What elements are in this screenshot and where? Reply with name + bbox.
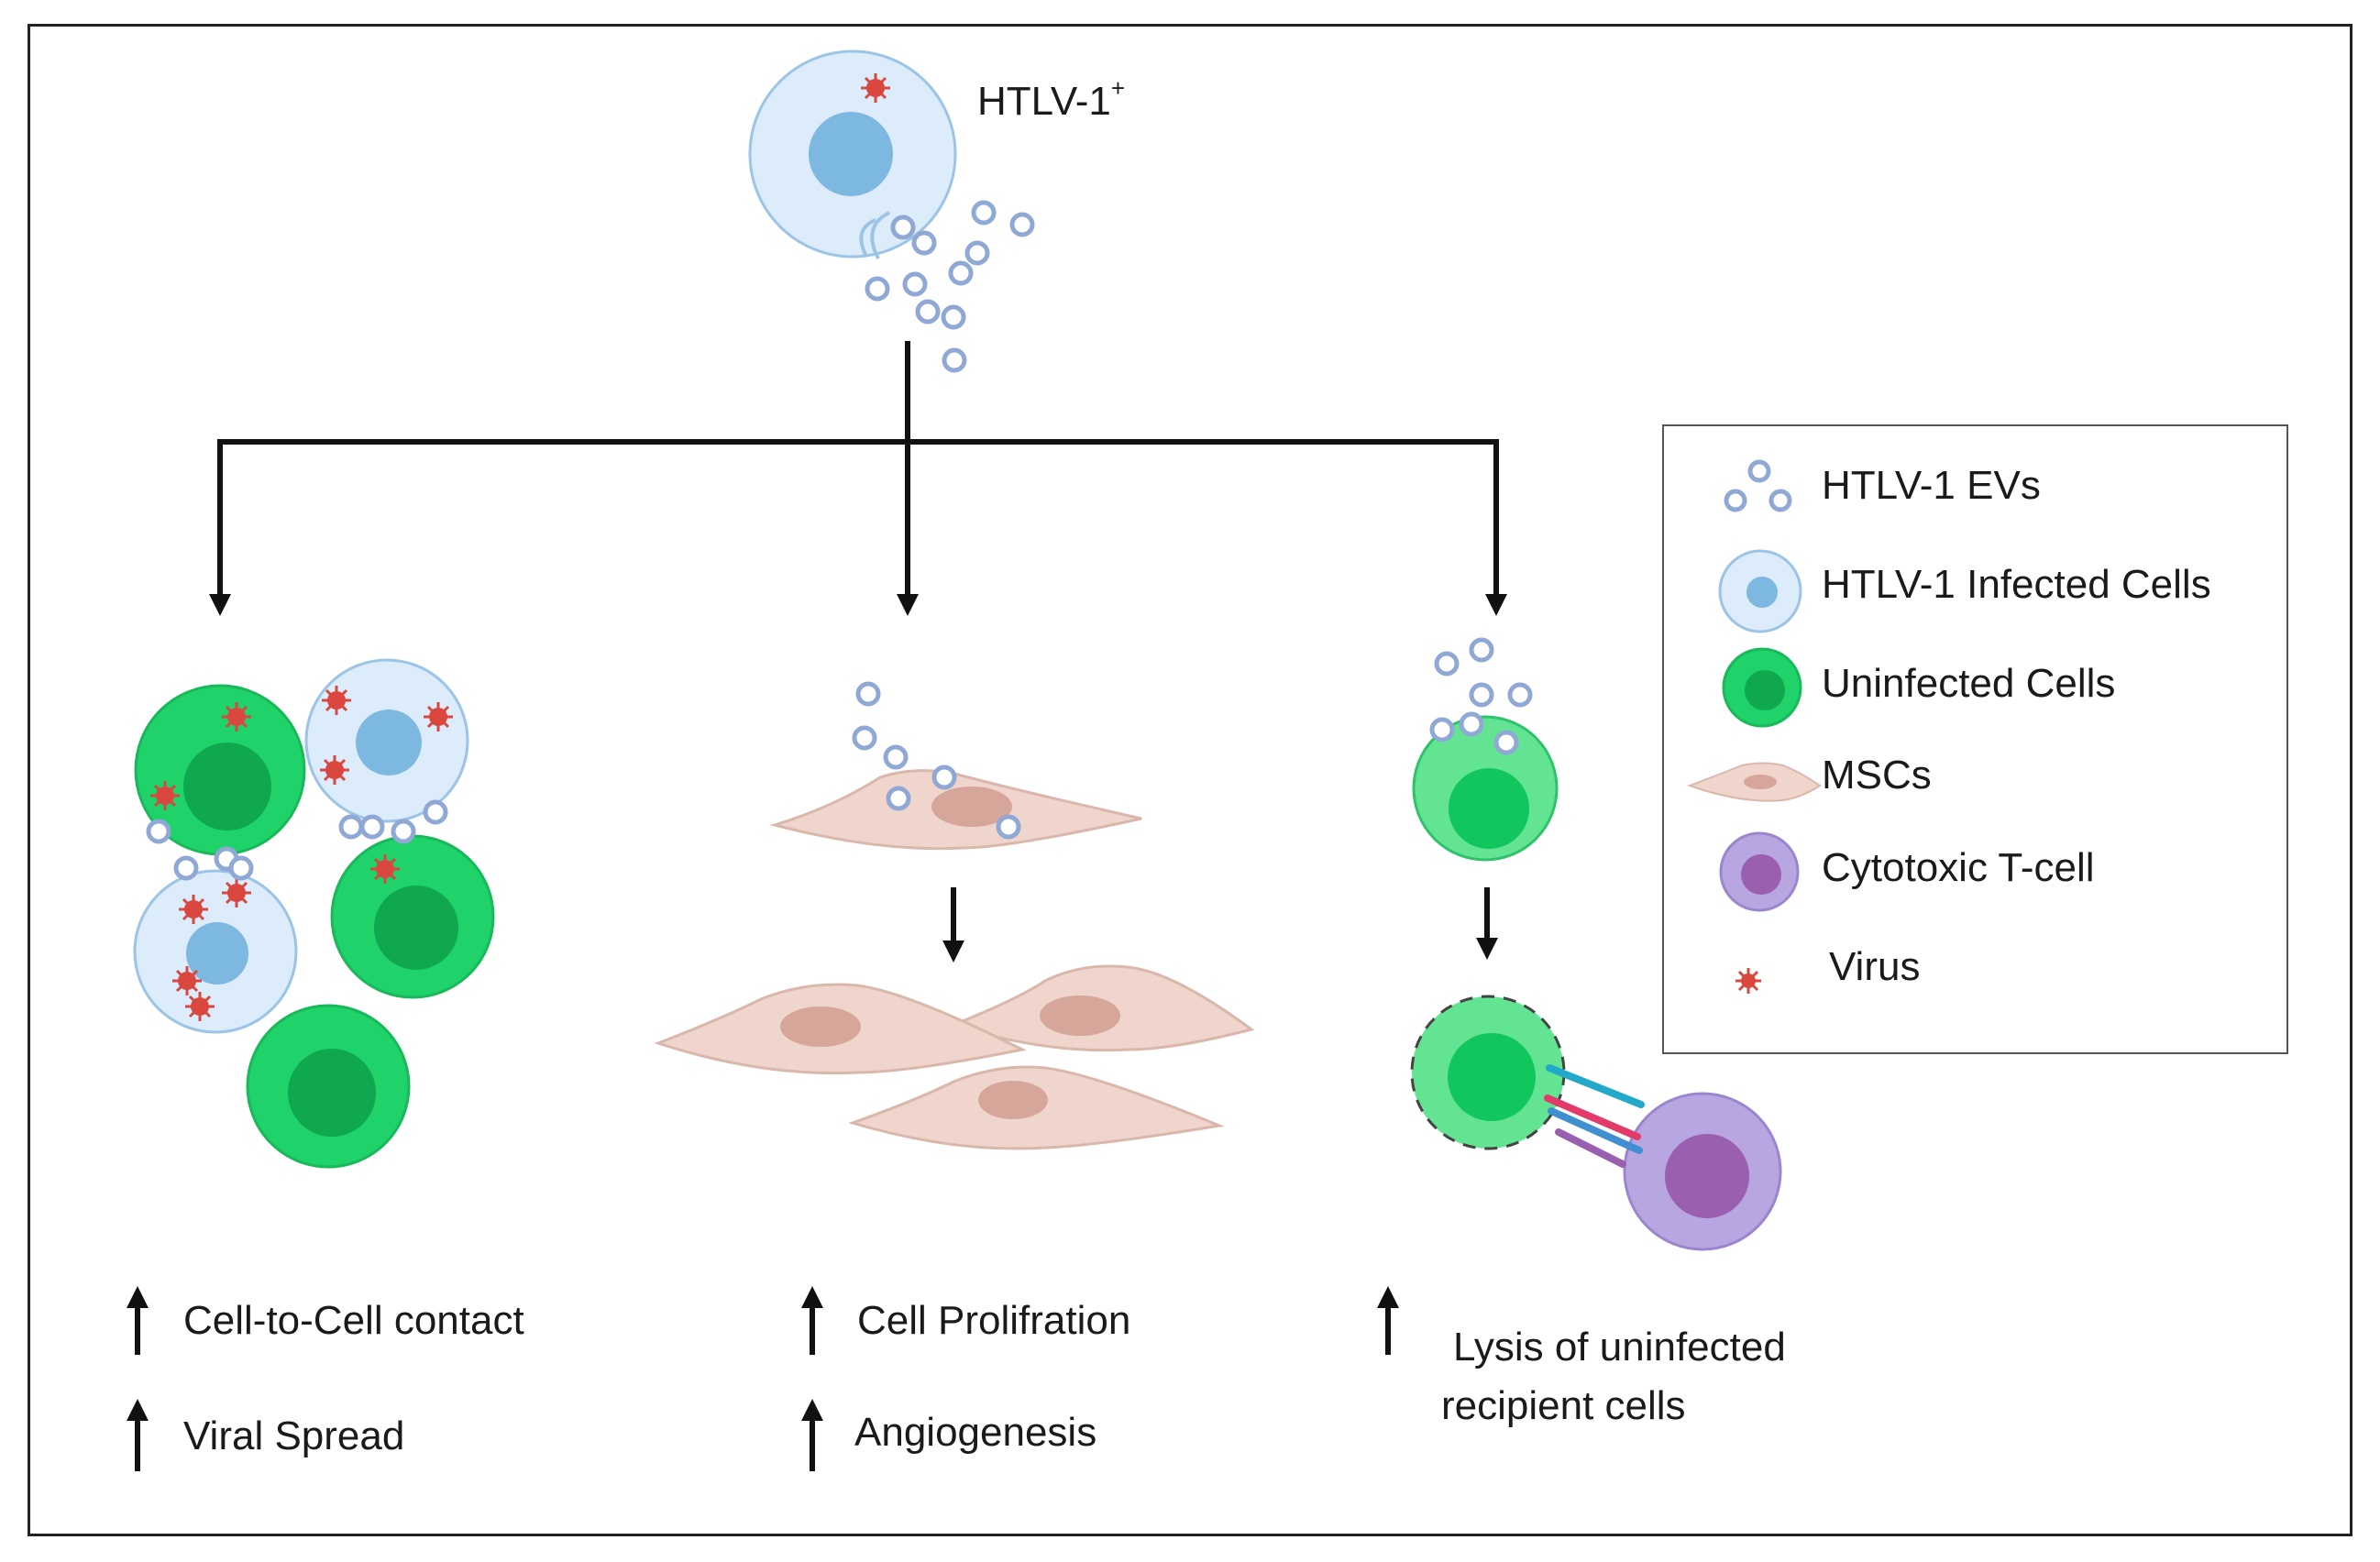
outcome-middle-2: Angiogenesis bbox=[854, 1410, 1097, 1455]
top-infected-cell bbox=[748, 50, 957, 259]
outcome-arrows bbox=[127, 1286, 1399, 1471]
msc-icon bbox=[1687, 762, 1822, 802]
legend-label-uninfected: Uninfected Cells bbox=[1822, 661, 2116, 706]
t-cell-icon bbox=[1719, 831, 1800, 912]
legend-label-tcell: Cytotoxic T-cell bbox=[1822, 845, 2095, 890]
infected-cell-icon bbox=[1718, 549, 1802, 633]
uninfected-cell-icon bbox=[1722, 647, 1802, 728]
legend-label-virus: Virus bbox=[1829, 944, 1921, 989]
outcome-left-1: Cell-to-Cell contact bbox=[183, 1298, 524, 1343]
top-cell-label-text: HTLV-1 bbox=[977, 79, 1111, 124]
top-cell-superscript: + bbox=[1110, 74, 1126, 102]
virus-icon bbox=[1735, 968, 1761, 994]
right-column bbox=[1410, 640, 1782, 1251]
outcome-right-line1: Lysis of uninfected bbox=[1453, 1325, 1786, 1370]
branch-arrows bbox=[209, 341, 1507, 616]
legend-label-mscs: MSCs bbox=[1822, 753, 1932, 798]
left-cell-cluster bbox=[133, 658, 495, 1169]
middle-msc-group bbox=[654, 684, 1255, 1150]
ev-icon bbox=[1724, 459, 1792, 512]
legend-label-infected: HTLV-1 Infected Cells bbox=[1822, 562, 2211, 607]
figure-frame bbox=[28, 24, 2352, 1536]
top-ev-cluster bbox=[867, 203, 1032, 370]
legend: HTLV-1 EVs HTLV-1 Infected Cells Uninfec… bbox=[1662, 424, 2288, 1054]
outcome-right-line2: recipient cells bbox=[1441, 1383, 1686, 1428]
outcome-left-2: Viral Spread bbox=[183, 1414, 405, 1458]
legend-label-evs: HTLV-1 EVs bbox=[1822, 463, 2041, 508]
legend-icons bbox=[1687, 459, 1822, 994]
top-cell-label: HTLV-1+ bbox=[977, 73, 1125, 127]
outcome-middle-1: Cell Prolifration bbox=[857, 1298, 1131, 1343]
